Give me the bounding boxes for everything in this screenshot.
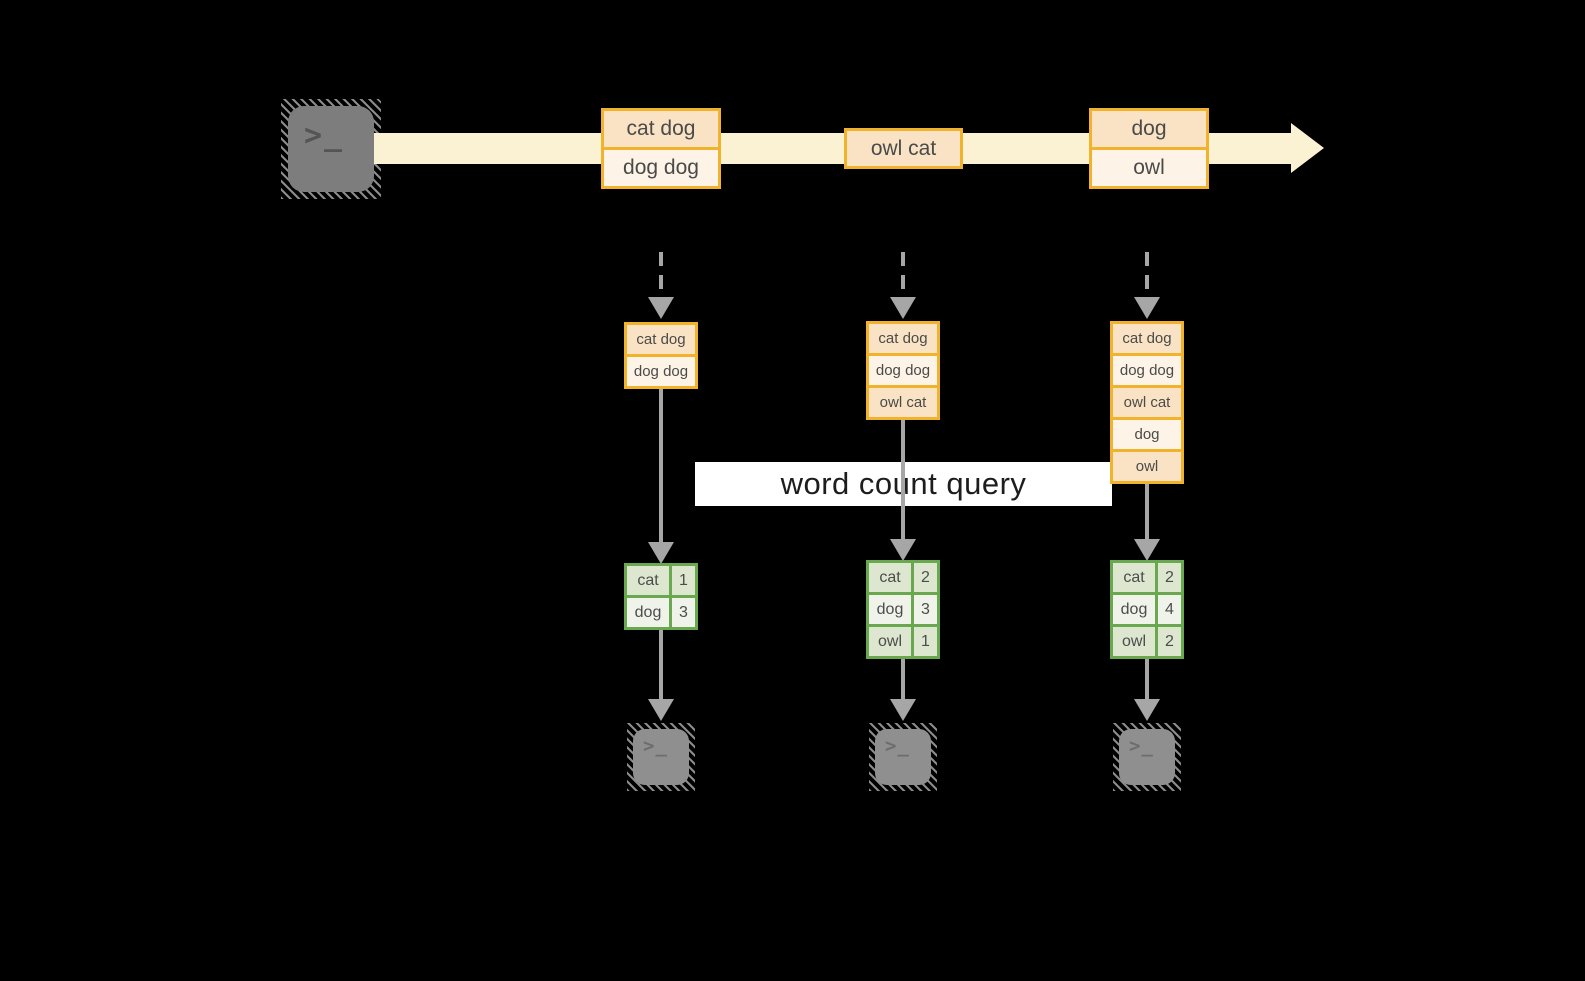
batch-line: owl (1113, 449, 1181, 481)
input-batch-3: cat dog dog dog owl cat dog owl (1110, 321, 1184, 484)
result-word: cat (627, 566, 669, 595)
sink-arrowhead-icon (1134, 699, 1160, 721)
query-arrowhead-icon (648, 542, 674, 564)
result-count: 1 (672, 566, 695, 595)
terminal-prompt-icon: >_ (1129, 735, 1154, 757)
result-word: owl (869, 627, 911, 656)
result-count: 3 (914, 595, 937, 624)
result-count: 1 (914, 627, 937, 656)
batch-line: dog dog (1113, 353, 1181, 385)
event-box-2: owl cat (844, 128, 963, 169)
batch-line: owl cat (869, 385, 937, 417)
query-arrowhead-icon (1134, 539, 1160, 561)
terminal-prompt-icon: >_ (885, 735, 910, 757)
sink-terminal-icon-3: >_ (1113, 723, 1181, 791)
event-line: owl (1092, 147, 1206, 186)
result-word: dog (869, 595, 911, 624)
sink-arrowhead-icon (890, 699, 916, 721)
result-word: cat (869, 563, 911, 592)
event-line: dog dog (604, 147, 718, 186)
result-count: 2 (914, 563, 937, 592)
event-line: owl cat (847, 131, 960, 166)
batch-line: dog (1113, 417, 1181, 449)
source-terminal-icon: >_ (281, 99, 381, 199)
query-arrow-line-2 (901, 418, 905, 540)
input-batch-2: cat dog dog dog owl cat (866, 321, 940, 420)
batch-line: dog dog (627, 354, 695, 386)
result-word: dog (627, 598, 669, 627)
result-word: cat (1113, 563, 1155, 592)
sink-arrowhead-icon (648, 699, 674, 721)
terminal-prompt-icon: >_ (304, 118, 345, 153)
event-box-1: cat dog dog dog (601, 108, 721, 189)
result-count: 4 (1158, 595, 1181, 624)
batch-line: dog dog (869, 353, 937, 385)
result-table-3: cat 2 dog 4 owl 2 (1110, 560, 1184, 659)
terminal-body: >_ (875, 729, 931, 785)
result-table-2: cat 2 dog 3 owl 1 (866, 560, 940, 659)
batch-line: cat dog (1113, 324, 1181, 353)
query-arrow-line-3 (1145, 482, 1149, 540)
event-box-3: dog owl (1089, 108, 1209, 189)
terminal-body: >_ (633, 729, 689, 785)
terminal-prompt-icon: >_ (643, 735, 668, 757)
sink-terminal-icon-1: >_ (627, 723, 695, 791)
query-arrow-line-1 (659, 388, 663, 543)
batch-line: cat dog (869, 324, 937, 353)
input-batch-1: cat dog dog dog (624, 322, 698, 389)
batch-line: owl cat (1113, 385, 1181, 417)
event-line: dog (1092, 111, 1206, 147)
result-table-1: cat 1 dog 3 (624, 563, 698, 630)
event-line: cat dog (604, 111, 718, 147)
batch-line: cat dog (627, 325, 695, 354)
trigger-arrow-line-3 (1145, 252, 1149, 298)
result-word: dog (1113, 595, 1155, 624)
trigger-arrowhead-icon (890, 297, 916, 319)
trigger-arrowhead-icon (1134, 297, 1160, 319)
query-arrowhead-icon (890, 539, 916, 561)
sink-arrow-line-2 (901, 659, 905, 700)
trigger-arrowhead-icon (648, 297, 674, 319)
result-count: 3 (672, 598, 695, 627)
sink-arrow-line-3 (1145, 659, 1149, 700)
stream-timeline-arrowhead-icon (1291, 123, 1324, 173)
trigger-arrow-line-1 (659, 252, 663, 298)
result-count: 2 (1158, 627, 1181, 656)
result-word: owl (1113, 627, 1155, 656)
terminal-body: >_ (1119, 729, 1175, 785)
sink-arrow-line-1 (659, 630, 663, 700)
result-count: 2 (1158, 563, 1181, 592)
terminal-body: >_ (288, 106, 374, 192)
trigger-arrow-line-2 (901, 252, 905, 298)
sink-terminal-icon-2: >_ (869, 723, 937, 791)
